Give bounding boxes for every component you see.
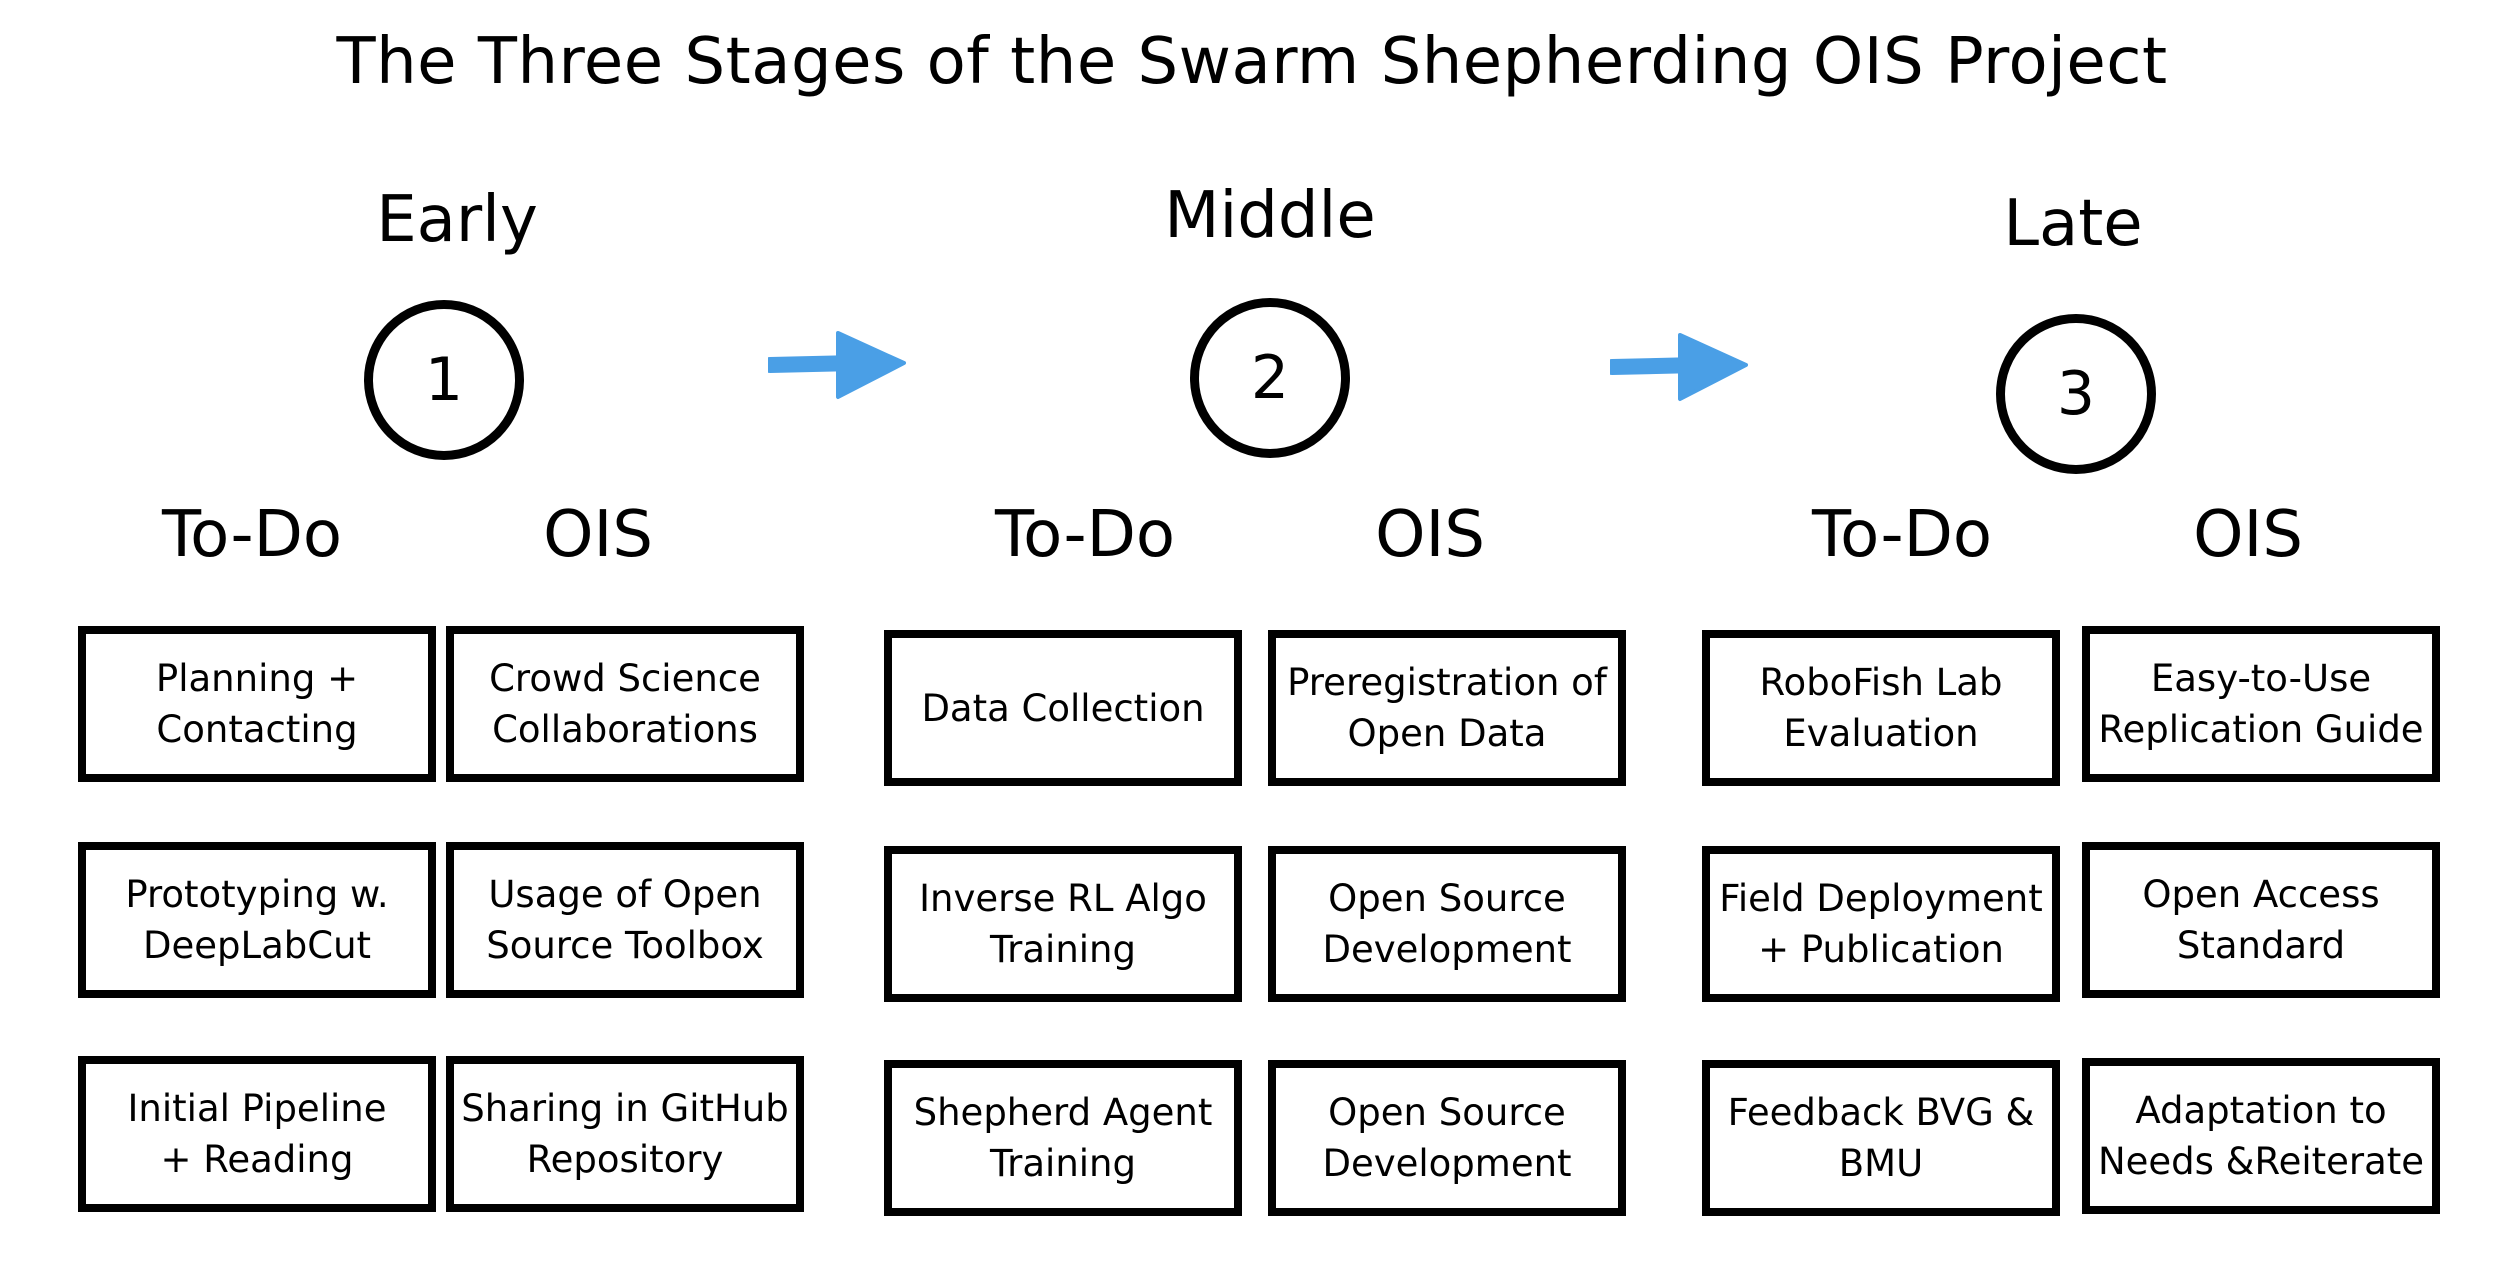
stage-3-number-circle: 3 — [1996, 314, 2156, 474]
stage-2-number-circle: 2 — [1190, 298, 1350, 458]
stage-3-ois-header: OIS — [2193, 498, 2303, 572]
stage-3-todo-text-2: Field Deployment+ Publication — [1719, 877, 2043, 971]
stage-3-todo-box-2: Field Deployment+ Publication — [1702, 846, 2060, 1002]
stage-2-to-3-arrow-icon — [1610, 333, 1748, 401]
diagram-title: The Three Stages of the Swarm Shepherdin… — [336, 25, 2168, 99]
stage-2-todo-box-1: Data Collection — [884, 630, 1242, 786]
stage-1-number-circle: 1 — [364, 300, 524, 460]
stage-3-label: Late — [2003, 187, 2143, 261]
stage-1-label: Early — [376, 183, 538, 257]
stage-1-number: 1 — [424, 345, 464, 415]
stage-1-todo-text-2: Prototyping w.DeepLabCut — [125, 873, 389, 967]
stage-1-todo-header: To-Do — [161, 498, 343, 572]
stage-3-todo-header: To-Do — [1811, 498, 1993, 572]
stage-1-to-2-arrow-icon — [768, 331, 906, 399]
stage-1-todo-box-1: Planning +Contacting — [78, 626, 436, 782]
stage-2-ois-header: OIS — [1375, 498, 1485, 572]
stage-2-label: Middle — [1164, 179, 1376, 253]
stage-1-todo-box-2: Prototyping w.DeepLabCut — [78, 842, 436, 998]
stage-3-number: 3 — [2056, 359, 2096, 429]
stage-3-todo-text-3: Feedback BVG &BMU — [1727, 1091, 2035, 1185]
stage-3-todo-box-3: Feedback BVG &BMU — [1702, 1060, 2060, 1216]
stage-1-todo-box-3: Initial Pipeline+ Reading — [78, 1056, 436, 1212]
stage-1-ois-header: OIS — [543, 498, 653, 572]
stage-2-todo-header: To-Do — [994, 498, 1176, 572]
stage-1-todo-text-3: Initial Pipeline+ Reading — [127, 1087, 387, 1181]
stage-2-number: 2 — [1250, 343, 1290, 413]
stage-1-todo-text-1: Planning +Contacting — [155, 657, 359, 751]
stage-2-todo-text-1: Data Collection — [921, 686, 1205, 730]
